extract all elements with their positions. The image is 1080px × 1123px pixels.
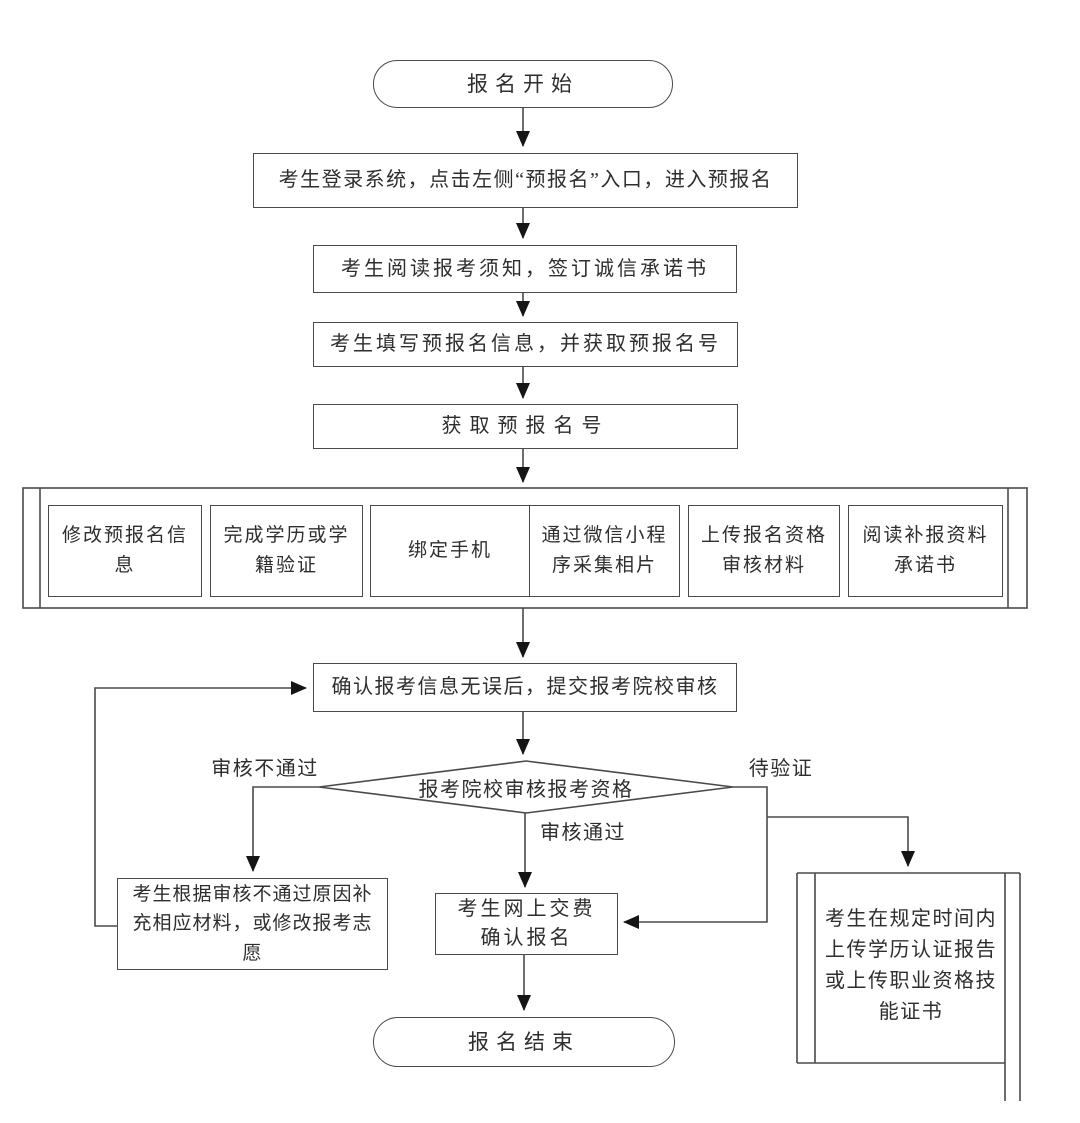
- label-review-pass: 审核通过: [540, 821, 626, 844]
- step-get-number: 获取预报名号: [313, 404, 738, 449]
- step-pay-confirm: 考生网上交费 确认报名: [435, 893, 618, 955]
- arrow-pending-to-pay: [623, 786, 768, 929]
- label-pending-verification: 待验证: [748, 757, 814, 780]
- step-confirm-submit: 确认报考信息无误后，提交报考院校审核: [313, 663, 737, 712]
- step-fill-info: 考生填写预报名信息，并获取预报名号: [313, 322, 738, 367]
- task-verify-education: 完成学历或学 籍验证: [210, 505, 363, 597]
- upload-box-frame: [796, 872, 1021, 1101]
- label-review-fail: 审核不通过: [211, 757, 319, 780]
- arrow-supplement-to-confirm: [94, 681, 307, 927]
- step-supplement-materials: 考生根据审核不通过原因补 充相应材料，或修改报考志 愿: [117, 878, 388, 970]
- connectors: [94, 108, 915, 1011]
- task-upload-materials: 上传报名资格 审核材料: [688, 505, 840, 597]
- arrow-pending-to-upload: [767, 816, 915, 867]
- step-upload-certificates: 考生在规定时间内 上传学历认证报告 或上传职业资格技 能证书: [825, 908, 997, 1023]
- step-read-notice: 考生阅读报考须知，签订诚信承诺书: [313, 245, 737, 293]
- decision-label: 报考院校审核报考资格: [418, 778, 634, 801]
- task-read-commitment: 阅读补报资料 承诺书: [848, 505, 1003, 597]
- end-terminator: 报名结束: [373, 1017, 675, 1067]
- arrow-decision-to-supplement: [246, 786, 319, 872]
- step-login: 考生登录系统，点击左侧“预报名”入口，进入预报名: [253, 153, 798, 208]
- task-bind-phone: 绑定手机: [370, 505, 530, 597]
- task-collect-photo: 通过微信小程 序采集相片: [529, 505, 680, 597]
- task-modify-preregistration: 修改预报名信 息: [48, 505, 202, 597]
- start-terminator: 报名开始: [373, 60, 673, 108]
